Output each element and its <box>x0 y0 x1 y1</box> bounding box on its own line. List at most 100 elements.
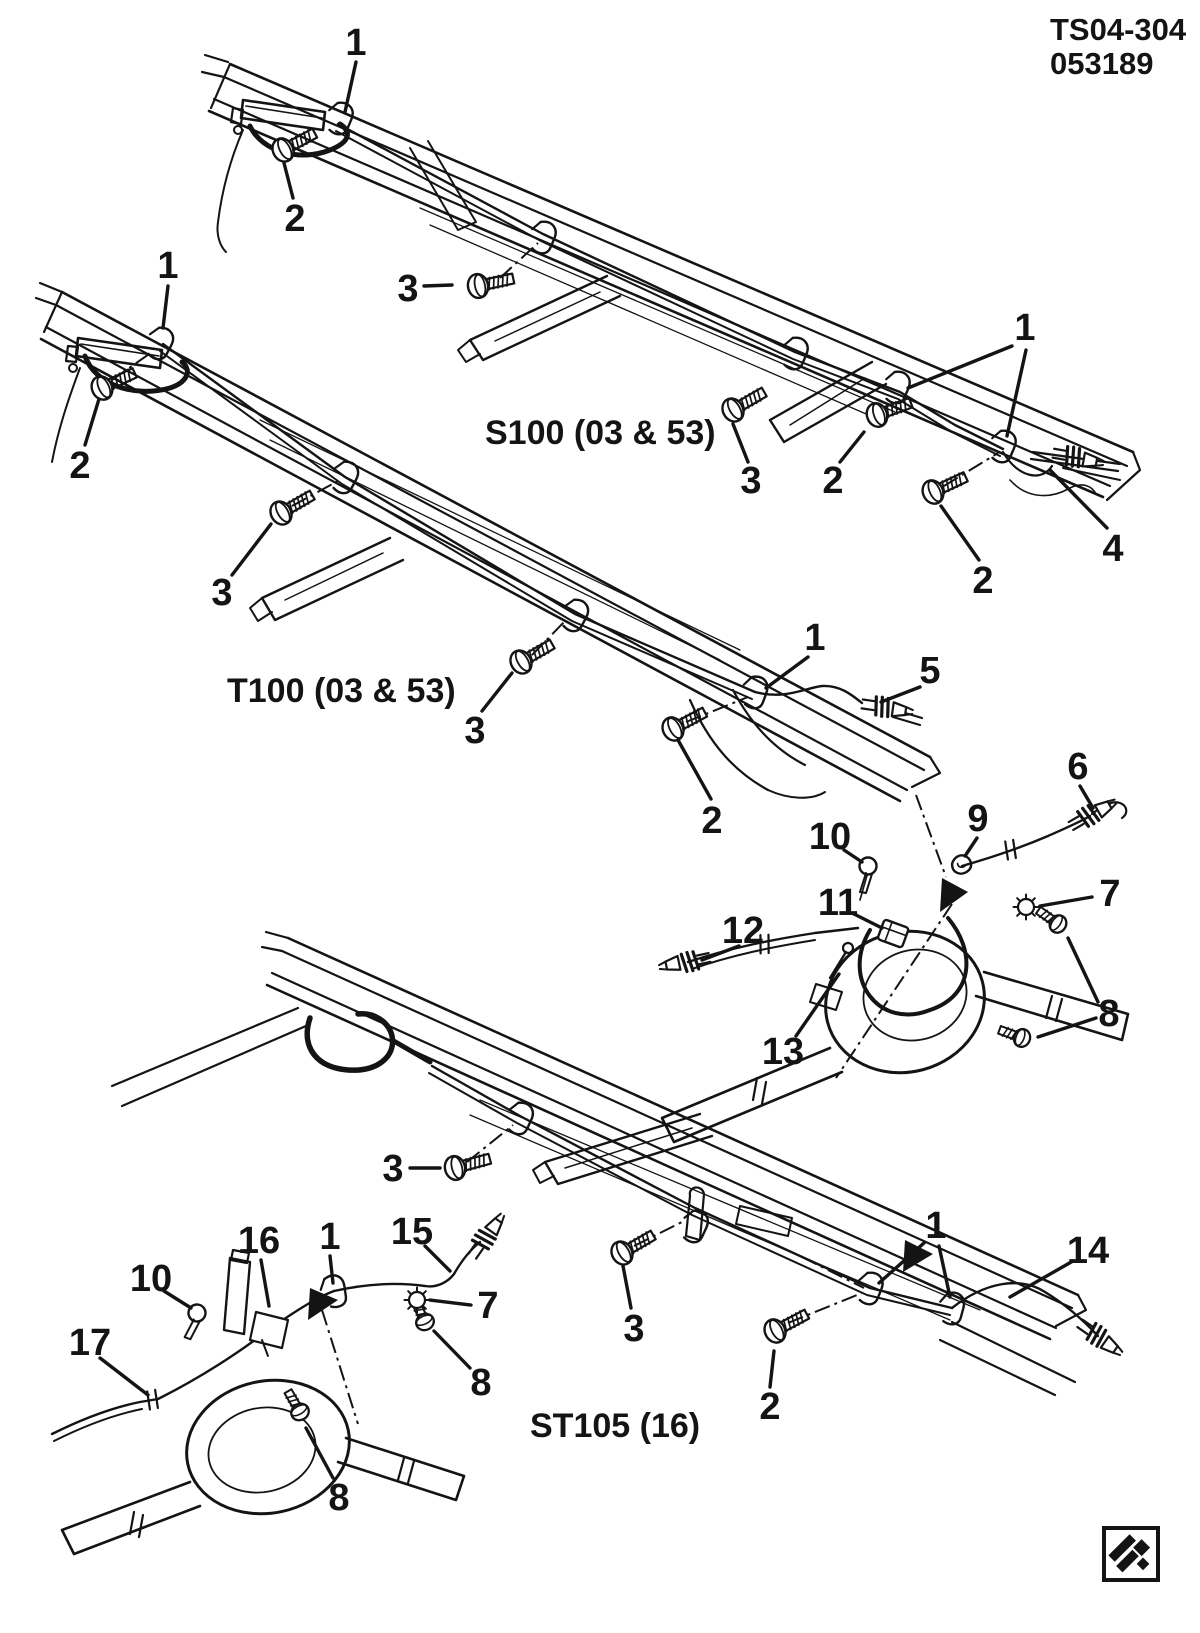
leader-line <box>731 422 750 464</box>
leader-line <box>676 738 713 801</box>
leader-line <box>794 972 841 1038</box>
callout-number-1: 1 <box>804 617 825 659</box>
section-label-t100: T100 (03 & 53) <box>227 672 456 710</box>
leader-line <box>764 655 810 690</box>
part-fitting <box>467 1212 506 1260</box>
leader-line <box>423 1244 452 1273</box>
leader-line <box>906 344 1014 390</box>
axle-detail-t100-art <box>660 801 1130 1144</box>
leader-line <box>937 1244 952 1299</box>
callout-number-2: 2 <box>759 1386 780 1428</box>
callout-number-1: 1 <box>1014 307 1035 349</box>
callout-number-1: 1 <box>925 1205 946 1247</box>
part-bolt <box>763 1308 811 1344</box>
part-clamp <box>885 370 911 405</box>
leader-line <box>422 283 454 288</box>
leader-line <box>1008 1259 1075 1299</box>
sheet-code: TS04-304 <box>1050 12 1187 47</box>
chassis-st105-art <box>110 930 1100 1397</box>
leader-line <box>432 1329 472 1370</box>
callout-number-1: 1 <box>345 22 366 64</box>
dashdot-line <box>915 794 947 878</box>
dashdot-line <box>531 619 567 656</box>
part-clip <box>950 854 973 875</box>
part-bolt <box>466 272 516 300</box>
part-hexbolt <box>997 1025 1032 1049</box>
part-ribs <box>759 933 770 955</box>
part-clamp <box>332 460 360 495</box>
part-clamp <box>783 336 809 371</box>
part-bolt <box>271 127 319 163</box>
callout-number-14: 14 <box>1067 1230 1109 1272</box>
part-ribs <box>1004 838 1017 861</box>
part-fitting <box>658 950 712 974</box>
callout-number-8: 8 <box>328 1477 349 1519</box>
leader-line <box>842 848 864 864</box>
leader-line <box>428 1298 473 1307</box>
part-star <box>403 1286 431 1314</box>
leader-line <box>768 1349 776 1389</box>
revision-code: 053189 <box>1050 46 1153 81</box>
callout-number-16: 16 <box>238 1220 280 1262</box>
callout-number-3: 3 <box>397 268 418 310</box>
chassis-t100-art <box>34 281 942 803</box>
dashdot-line <box>835 903 953 1079</box>
leader-line <box>838 430 866 464</box>
callout-number-8: 8 <box>470 1362 491 1404</box>
leader-line <box>161 284 170 330</box>
leader-line <box>343 60 358 114</box>
leader-line <box>1078 784 1095 810</box>
part-bolt <box>721 386 768 423</box>
part-bolt <box>865 396 914 428</box>
leader-line <box>230 522 273 577</box>
leader-line <box>939 504 981 562</box>
part-bolt <box>921 471 969 505</box>
part-clamp <box>531 220 557 255</box>
dashdot-line <box>321 1309 359 1425</box>
leader-line <box>83 397 101 447</box>
callout-number-3: 3 <box>211 572 232 614</box>
callout-number-6: 6 <box>1067 746 1088 788</box>
gm-parts-mark-logo <box>1102 1526 1160 1582</box>
part-clamp <box>991 429 1017 464</box>
part-clamp <box>147 326 175 361</box>
callout-number-3: 3 <box>464 710 485 752</box>
part-bolt <box>269 489 316 526</box>
leader-line <box>480 671 514 713</box>
callout-number-3: 3 <box>623 1308 644 1350</box>
part-fitting <box>1051 444 1105 469</box>
part-bolt <box>443 1152 493 1182</box>
dashdot-line <box>787 1292 863 1324</box>
part-clamp <box>682 1209 709 1244</box>
leader-line <box>877 1241 926 1285</box>
fastener-parts <box>90 101 1124 1422</box>
leader-line <box>963 836 979 858</box>
leader-line <box>879 685 922 704</box>
part-clamp <box>939 1291 966 1326</box>
part-clamp <box>742 675 769 710</box>
part-star <box>1012 893 1040 921</box>
callout-number-2: 2 <box>701 800 722 842</box>
leader-line <box>1038 895 1094 908</box>
leader-line <box>162 1289 193 1310</box>
callout-number-9: 9 <box>967 798 988 840</box>
part-fitting <box>1076 1318 1124 1357</box>
dashdot-line <box>801 1256 865 1289</box>
part-hexbolt <box>283 1388 310 1422</box>
callout-number-4: 4 <box>1102 528 1123 570</box>
callout-number-1: 1 <box>319 1216 340 1258</box>
leader-line <box>1066 936 1100 1004</box>
part-fitting <box>860 695 914 719</box>
part-ball <box>183 1303 207 1341</box>
callout-number-2: 2 <box>822 460 843 502</box>
dashdot-line <box>291 480 339 507</box>
part-bolt <box>509 638 556 675</box>
callout-number-7: 7 <box>1099 873 1120 915</box>
callout-number-2: 2 <box>69 445 90 487</box>
callout-number-11: 11 <box>818 882 858 924</box>
part-bolt <box>610 1229 657 1266</box>
leader-line <box>700 944 741 962</box>
leader-line <box>98 1356 150 1397</box>
